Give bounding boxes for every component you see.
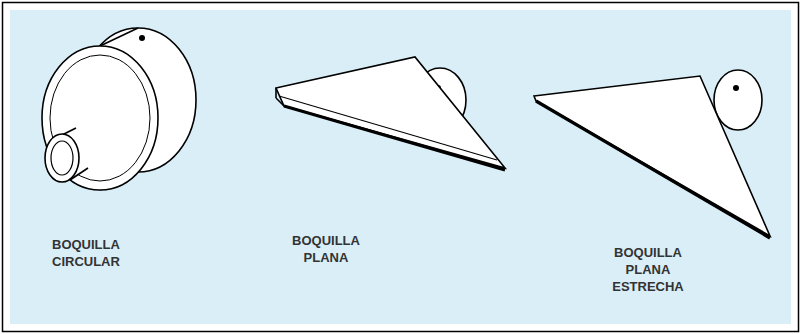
circular-nozzle	[42, 28, 196, 190]
panel-ground	[10, 10, 791, 324]
outer-frame	[3, 3, 799, 332]
flat-nozzle	[276, 57, 505, 170]
part-label: BOQUILLA PLANA	[284, 232, 368, 266]
narrow-flat-nozzle	[534, 70, 770, 238]
part-label: BOQUILLA PLANA ESTRECHA	[606, 244, 690, 295]
part-label: BOQUILLA CIRCULAR	[52, 236, 136, 270]
